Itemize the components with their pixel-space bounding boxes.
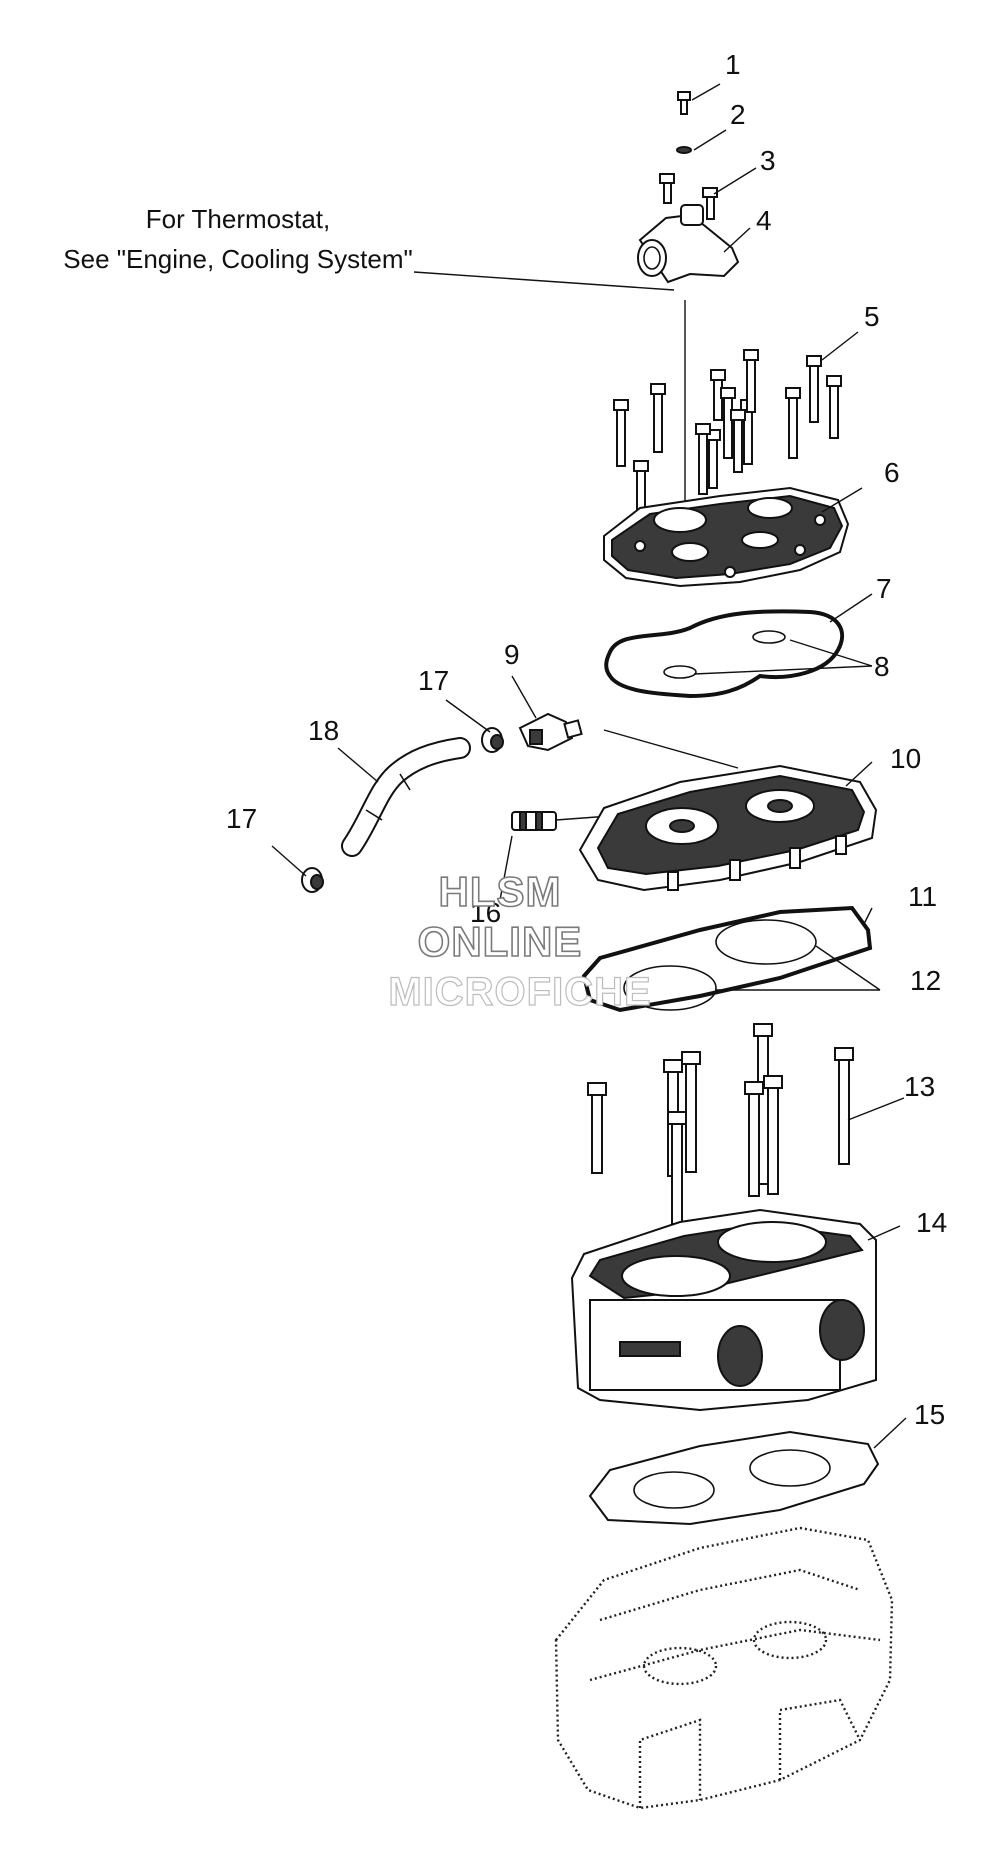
part-16-fitting [511, 811, 557, 831]
callout-8: 8 [874, 651, 890, 682]
part-11-head-gasket [581, 905, 873, 1013]
callout-1: 1 [725, 49, 741, 80]
part-6-head-cover [603, 486, 850, 588]
callout-numbers: 1 2 3 4 5 6 7 8 9 10 11 12 13 14 15 16 1… [226, 49, 947, 1430]
thermostat-note-line-1: For Thermostat, [145, 204, 331, 234]
callout-16: 16 [470, 897, 501, 928]
crankcase-ghost [554, 1526, 894, 1810]
part-10-cylinder-head [578, 764, 878, 892]
part-17-clamp-upper [481, 727, 504, 753]
callout-14: 14 [916, 1207, 947, 1238]
callout-10: 10 [890, 743, 921, 774]
part-3-bolts [659, 173, 718, 220]
callout-7: 7 [876, 573, 892, 604]
callout-5: 5 [864, 301, 880, 332]
part-8-o-ring [752, 630, 786, 644]
callout-15: 15 [914, 1399, 945, 1430]
watermark-line-3: MICROFICHE [388, 969, 652, 1014]
callout-17-upper: 17 [418, 665, 449, 696]
callout-2: 2 [730, 99, 746, 130]
part-17-clamp-lower [301, 867, 324, 893]
part-14-cylinder [570, 1208, 877, 1412]
callout-17-lower: 17 [226, 803, 257, 834]
callout-9: 9 [504, 639, 520, 670]
part-12-gasket-ring [715, 919, 817, 965]
part-5-cover-bolts [613, 349, 842, 530]
watermark-line-1: HLSM [438, 867, 562, 916]
callout-13: 13 [904, 1071, 935, 1102]
thermostat-note-line-2: See "Engine, Cooling System" [63, 244, 413, 274]
part-2-washer [676, 146, 692, 154]
callout-3: 3 [760, 145, 776, 176]
part-8-o-ring [663, 665, 697, 679]
callout-12: 12 [910, 965, 941, 996]
part-9-elbow-fitting [518, 712, 583, 752]
watermark-line-2: ONLINE [417, 917, 583, 966]
part-1-bolt [677, 91, 691, 115]
part-13-cylinder-bolts [587, 1023, 854, 1225]
callout-6: 6 [884, 457, 900, 488]
part-12-gasket-ring [623, 965, 717, 1011]
callout-leaders [271, 83, 907, 1449]
part-7-seal [604, 609, 844, 699]
callout-18: 18 [308, 715, 339, 746]
callout-11: 11 [908, 881, 937, 912]
part-15-base-gasket [588, 1430, 880, 1526]
part-4-thermostat-housing [637, 204, 740, 284]
callout-4: 4 [756, 205, 772, 236]
